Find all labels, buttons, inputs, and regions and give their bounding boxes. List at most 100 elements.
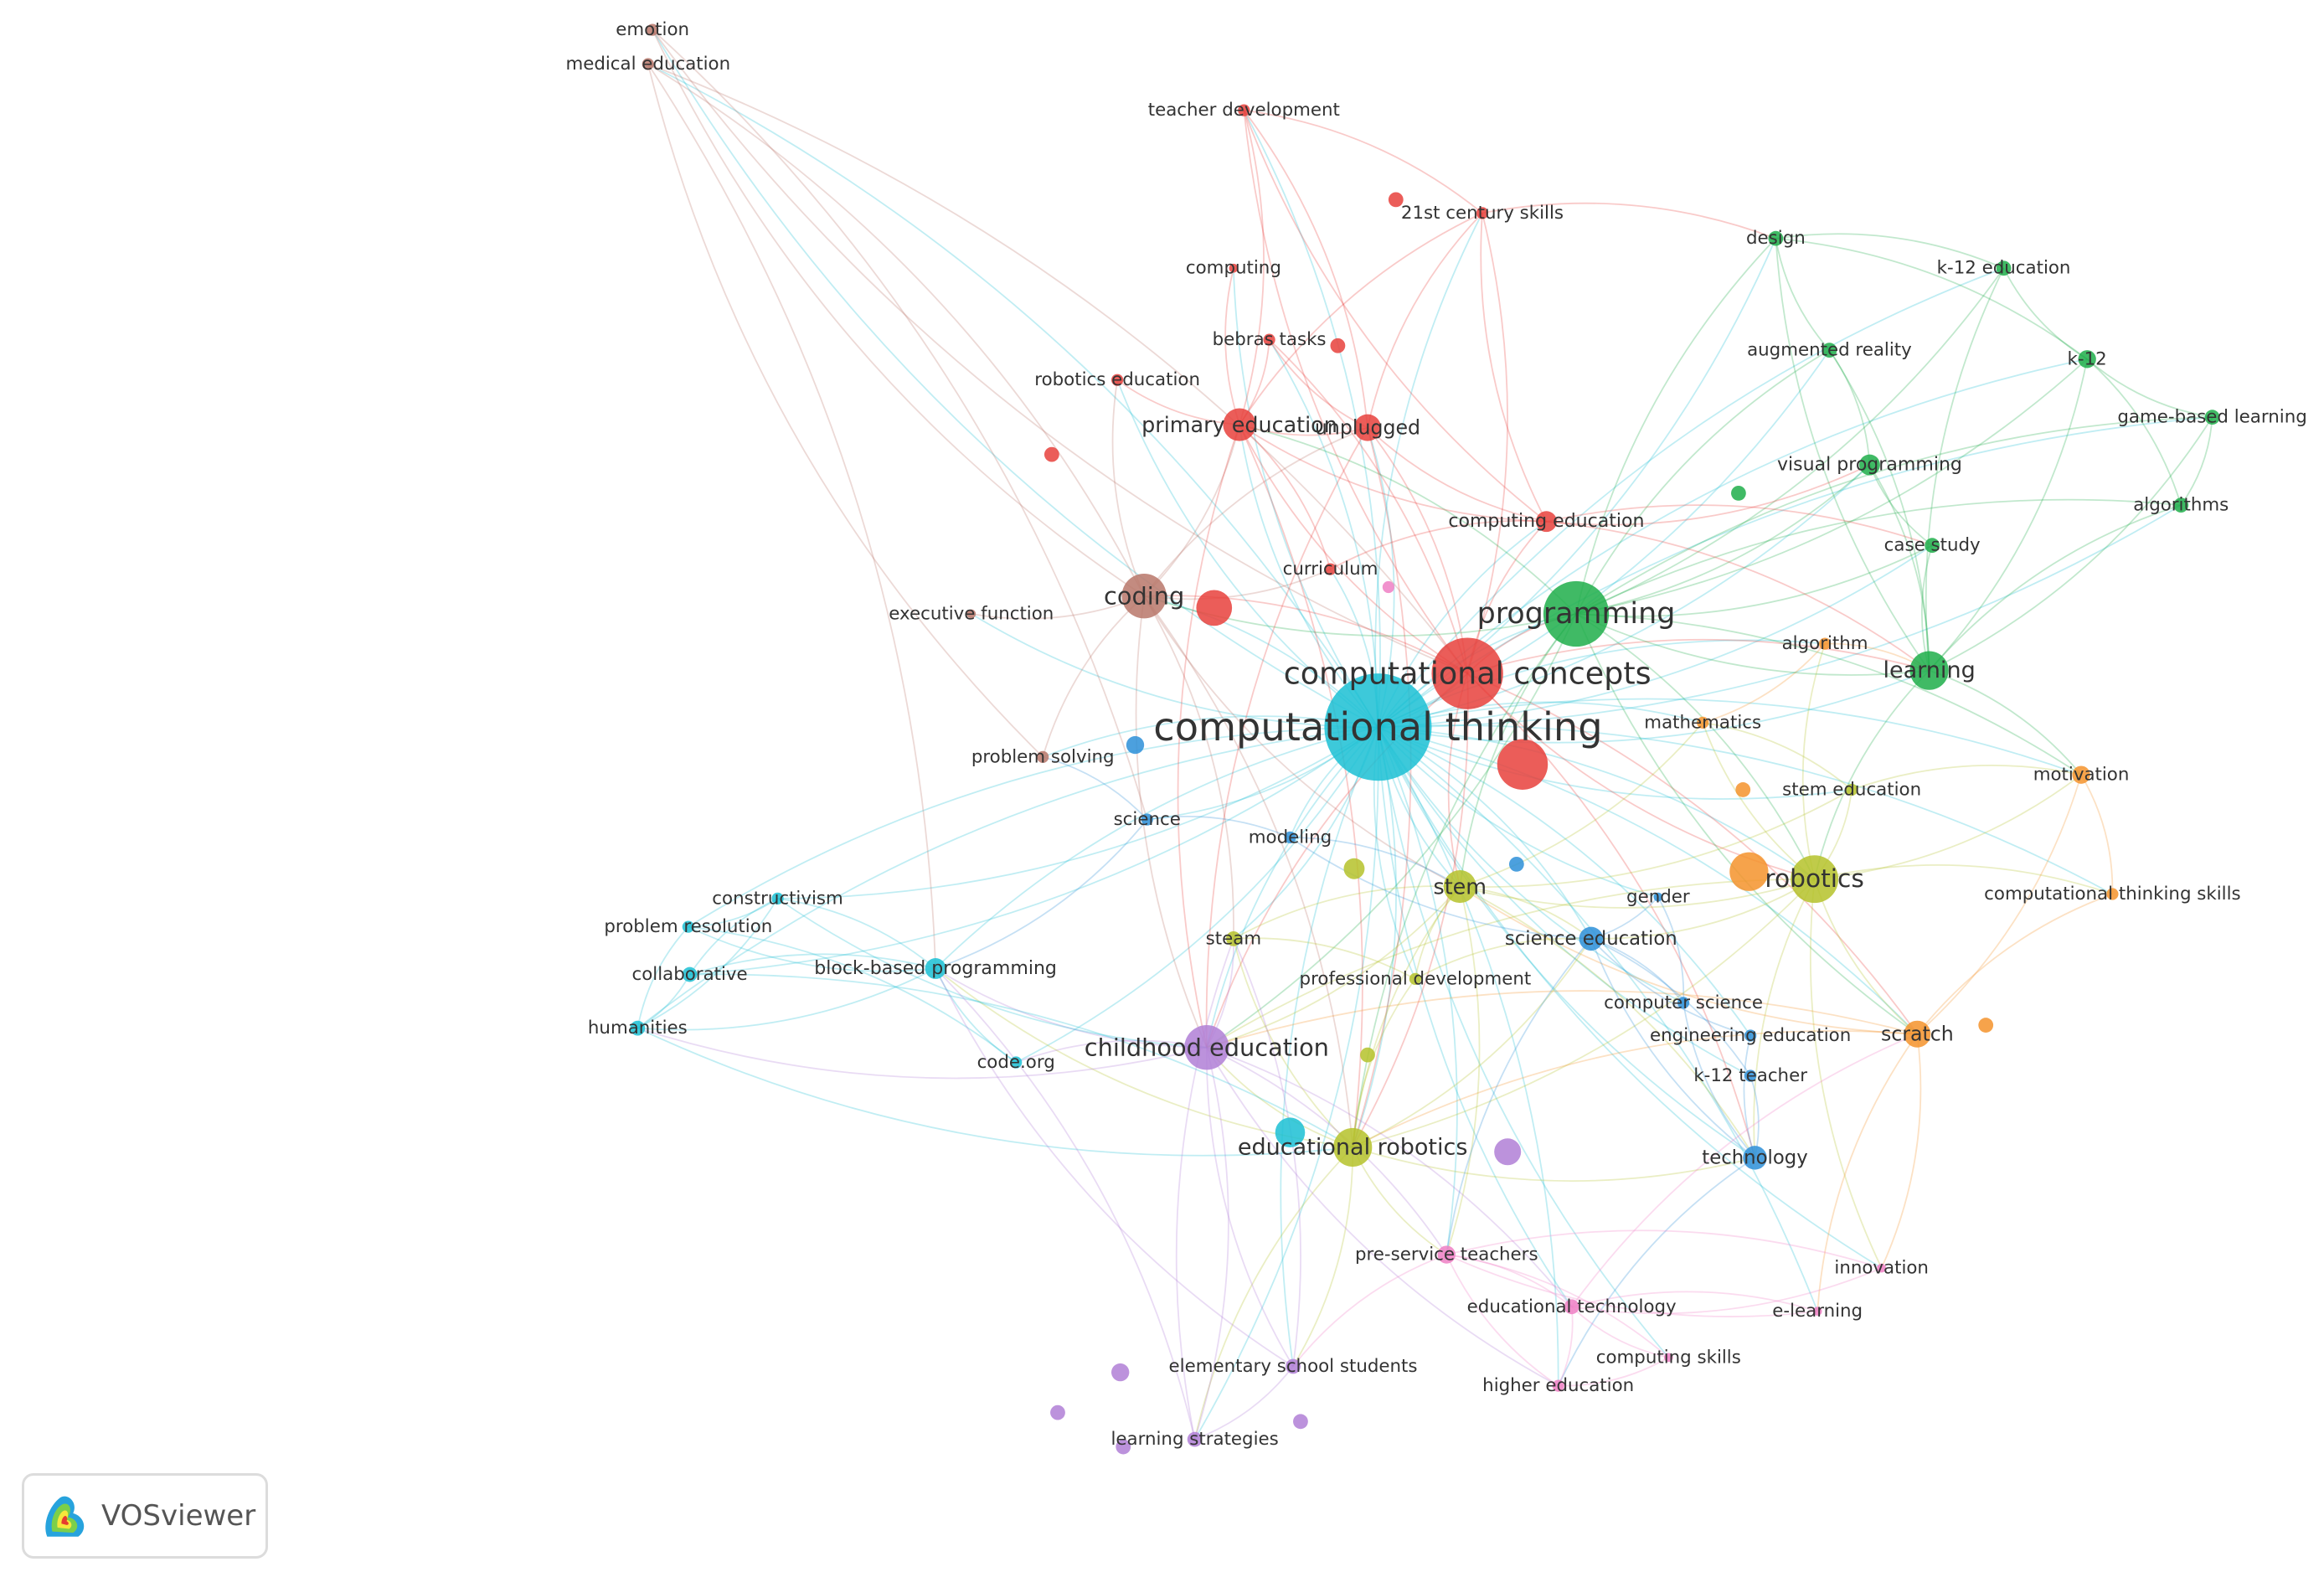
node-constructivism[interactable] (771, 892, 784, 905)
node-computer-science[interactable] (1677, 997, 1690, 1009)
node-robotics-education[interactable] (1111, 374, 1124, 386)
node-computing-skills[interactable] (1663, 1353, 1673, 1363)
unlabeled-node-0[interactable] (1196, 590, 1233, 626)
node-steam[interactable] (1225, 930, 1241, 946)
edge-professional-development-steam (1233, 937, 1416, 980)
node-pre-service-teachers[interactable] (1437, 1245, 1456, 1264)
node-learning-strategies[interactable] (1187, 1431, 1203, 1447)
node-elementary-school-students[interactable] (1286, 1358, 1301, 1374)
node-mathematics[interactable] (1697, 716, 1709, 729)
node-stem[interactable] (1443, 870, 1476, 904)
node-computing[interactable] (1229, 263, 1239, 273)
node-emotion[interactable] (647, 23, 659, 36)
edge-learning-strategies-block-based-programming (935, 967, 1196, 1440)
node-21st-century-skills[interactable] (1476, 207, 1489, 219)
node-professional-development[interactable] (1409, 972, 1422, 986)
node-k-12-education[interactable] (1996, 260, 2012, 276)
label-steam: steam (1206, 928, 1261, 949)
unlabeled-node-6[interactable] (1729, 852, 1769, 891)
node-unplugged[interactable] (1353, 414, 1381, 441)
node-executive-function[interactable] (966, 609, 976, 619)
node-computational-thinking[interactable] (1324, 673, 1432, 781)
node-computational-thinking-skills[interactable] (2106, 888, 2119, 900)
node-block-based-programming[interactable] (925, 957, 946, 979)
node-engineering-education[interactable] (1744, 1029, 1757, 1042)
node-algorithm[interactable] (1818, 637, 1832, 650)
node-problem-resolution[interactable] (682, 920, 694, 933)
node-educational-technology[interactable] (1564, 1299, 1579, 1315)
edge-computational-concepts-educational-robotics (1352, 673, 1469, 1148)
unlabeled-node-17[interactable] (1293, 1414, 1308, 1430)
label-robotics-education: robotics education (1034, 369, 1200, 390)
node-e-learning[interactable] (1812, 1307, 1822, 1316)
unlabeled-node-3[interactable] (1388, 192, 1404, 208)
edge-programming-childhood-education (1206, 613, 1577, 1049)
node-innovation[interactable] (1877, 1263, 1887, 1273)
node-technology[interactable] (1743, 1146, 1767, 1170)
vosviewer-badge[interactable]: VOSviewer (22, 1473, 268, 1559)
unlabeled-node-9[interactable] (1343, 858, 1365, 879)
edge-computing-education-learning (1546, 520, 1930, 672)
node-primary-education[interactable] (1223, 408, 1256, 441)
unlabeled-node-5[interactable] (1731, 486, 1746, 501)
edge-computational-thinking-code-org (1015, 726, 1379, 1064)
node-motivation[interactable] (2072, 765, 2090, 784)
node-game-based-learning[interactable] (2204, 410, 2220, 425)
unlabeled-node-4[interactable] (1330, 338, 1346, 353)
unlabeled-node-16[interactable] (1050, 1404, 1065, 1420)
unlabeled-node-7[interactable] (1978, 1018, 1994, 1033)
node-higher-education[interactable] (1552, 1379, 1564, 1392)
node-k-12[interactable] (2078, 350, 2096, 369)
node-k-12-teacher[interactable] (1744, 1069, 1757, 1082)
node-science[interactable] (1141, 813, 1153, 826)
unlabeled-node-8[interactable] (1735, 782, 1751, 797)
node-educational-robotics[interactable] (1333, 1127, 1373, 1167)
edge-computational-thinking-block-based-programming (935, 726, 1378, 970)
node-problem-solving[interactable] (1037, 750, 1049, 763)
edge-design-k-12-education (1775, 233, 2004, 270)
unlabeled-node-2[interactable] (1043, 446, 1059, 462)
edge-computational-thinking-executive-function (971, 613, 1378, 729)
unlabeled-node-15[interactable] (1111, 1363, 1130, 1382)
unlabeled-node-1[interactable] (1497, 739, 1548, 790)
node-algorithms[interactable] (2173, 497, 2189, 513)
node-code-org[interactable] (1010, 1056, 1023, 1069)
node-gender[interactable] (1653, 892, 1663, 902)
unlabeled-node-13[interactable] (1275, 1117, 1306, 1147)
label-stem: stem (1433, 874, 1487, 899)
node-humanities[interactable] (630, 1020, 646, 1036)
edge-computational-thinking-robotics (1378, 726, 1816, 880)
node-curriculum[interactable] (1324, 563, 1337, 575)
node-design[interactable] (1768, 230, 1784, 246)
edge-collaborative-educational-robotics (689, 973, 1353, 1148)
node-augmented-reality[interactable] (1822, 343, 1837, 358)
node-scratch[interactable] (1904, 1020, 1931, 1048)
unlabeled-node-19[interactable] (1382, 580, 1394, 594)
node-computing-education[interactable] (1535, 511, 1557, 533)
node-collaborative[interactable] (682, 966, 698, 982)
node-case-study[interactable] (1925, 538, 1940, 554)
label-coding: coding (1104, 582, 1184, 611)
node-computational-concepts[interactable] (1431, 637, 1503, 709)
node-stem-education[interactable] (1845, 783, 1858, 796)
node-visual-programming[interactable] (1859, 454, 1880, 476)
node-robotics[interactable] (1791, 855, 1839, 904)
node-layer (630, 23, 2220, 1455)
edge-emotion-science (652, 28, 1148, 820)
unlabeled-node-12[interactable] (1126, 735, 1145, 755)
label-science-education: science education (1505, 928, 1677, 950)
node-bebras-tasks[interactable] (1263, 333, 1275, 346)
node-science-education[interactable] (1579, 926, 1604, 951)
node-learning[interactable] (1909, 651, 1949, 690)
edge-scratch-e-learning (1816, 1033, 1919, 1312)
unlabeled-node-18[interactable] (1116, 1439, 1131, 1455)
unlabeled-node-10[interactable] (1360, 1047, 1375, 1063)
node-modeling[interactable] (1284, 831, 1296, 843)
node-medical-education[interactable] (642, 58, 654, 70)
unlabeled-node-11[interactable] (1508, 857, 1524, 872)
node-programming[interactable] (1543, 580, 1610, 647)
node-teacher-development[interactable] (1238, 104, 1250, 116)
node-coding[interactable] (1121, 573, 1167, 619)
node-childhood-education[interactable] (1184, 1025, 1229, 1070)
unlabeled-node-14[interactable] (1494, 1138, 1522, 1166)
